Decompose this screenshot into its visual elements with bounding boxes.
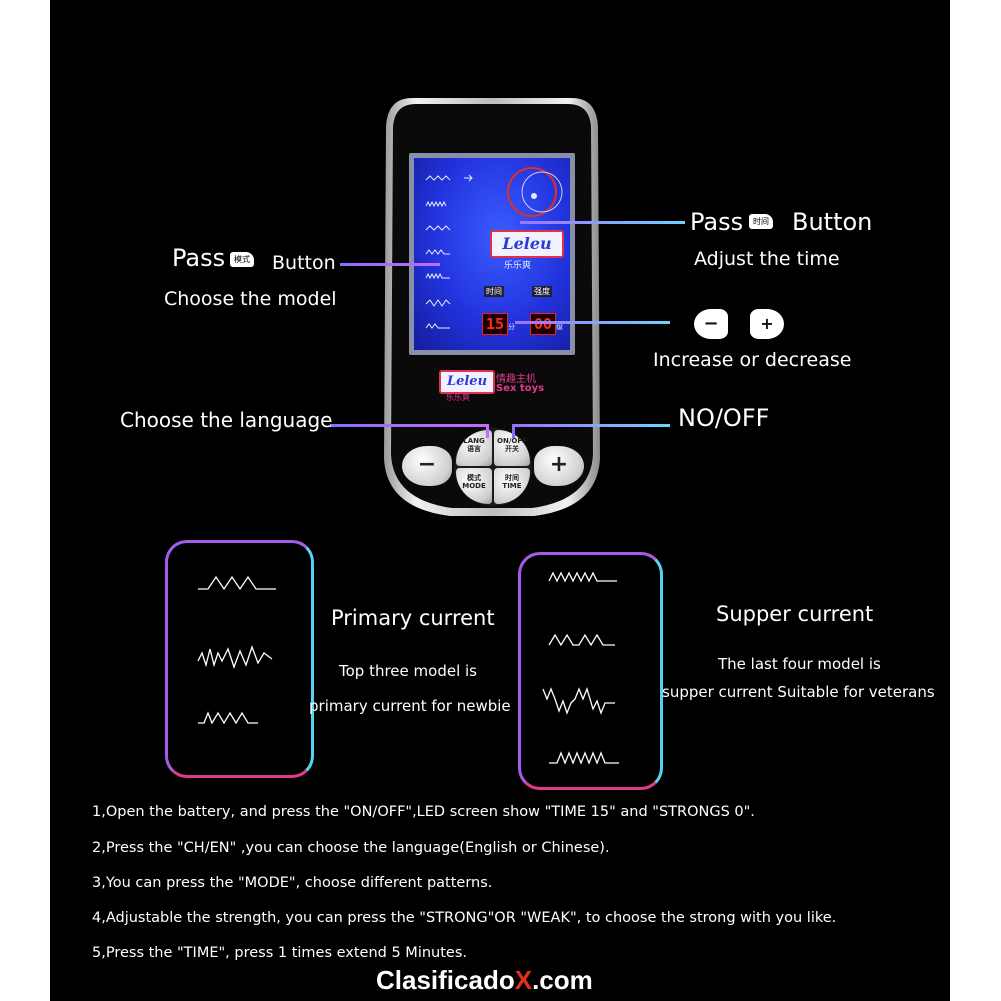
button-cluster: LANG 语言 ON/OFF 开关 模式 MODE 时间 TIME bbox=[454, 428, 532, 506]
minus-button[interactable]: − bbox=[402, 446, 452, 486]
onoff-button-cn: 开关 bbox=[505, 445, 519, 454]
instruction-2: 2,Press the "CH/EN" ,you can choose the … bbox=[92, 840, 610, 856]
choose-model-text: Choose the model bbox=[164, 288, 337, 310]
time-button-cn: 时间 bbox=[505, 474, 519, 482]
increase-decrease-text: Increase or decrease bbox=[653, 349, 852, 371]
lang-button-label: LANG bbox=[463, 437, 485, 445]
time-unit: 分 bbox=[508, 323, 515, 331]
strength-display: 00 bbox=[530, 313, 556, 335]
product-infographic: Leleu 乐乐爽 时间 强度 15 分 00 级 Leleu 乐乐爽 情趣主机… bbox=[50, 0, 950, 1001]
watermark-part1: Clasificado bbox=[376, 965, 515, 995]
primary-current-panel bbox=[165, 540, 314, 778]
lang-button-cn: 语言 bbox=[467, 445, 481, 454]
time-display: 15 bbox=[482, 313, 508, 335]
callout-line-incdec bbox=[515, 321, 670, 324]
callout-line-language-drop bbox=[486, 424, 489, 438]
supper-current-title: Supper current bbox=[716, 602, 874, 626]
pass-left-word: Pass bbox=[172, 244, 226, 272]
screen-strength-label: 强度 bbox=[532, 286, 552, 297]
onoff-button-label: ON/OFF bbox=[497, 437, 527, 445]
watermark-part3: .com bbox=[532, 965, 593, 995]
device-subtitle-cn: 情趣主机 bbox=[496, 374, 536, 385]
plus-icon: + bbox=[750, 309, 784, 339]
callout-line-language bbox=[330, 424, 488, 427]
device: Leleu 乐乐爽 时间 强度 15 分 00 级 Leleu 乐乐爽 情趣主机… bbox=[384, 98, 600, 518]
watermark-part2: X bbox=[514, 965, 533, 995]
strength-unit: 级 bbox=[556, 323, 563, 331]
instruction-5: 5,Press the "TIME", press 1 times extend… bbox=[92, 945, 467, 961]
pass-right-word: Pass bbox=[690, 208, 744, 236]
callout-line-time bbox=[520, 221, 685, 224]
supper-current-line2: supper current Suitable for veterans bbox=[662, 683, 935, 701]
mode-button-label: MODE bbox=[462, 482, 486, 491]
primary-current-title: Primary current bbox=[331, 606, 495, 630]
instruction-3: 3,You can press the "MODE", choose diffe… bbox=[92, 875, 493, 891]
primary-current-line2: primary current for newbie bbox=[309, 697, 511, 715]
mode-button[interactable]: 模式 MODE bbox=[456, 468, 492, 504]
callout-line-mode bbox=[340, 263, 440, 266]
instruction-1: 1,Open the battery, and press the "ON/OF… bbox=[92, 804, 755, 820]
pass-right-button-word: Button bbox=[792, 208, 873, 236]
supper-waveforms-icon bbox=[542, 571, 619, 765]
plus-button[interactable]: + bbox=[534, 446, 584, 486]
callout-line-onoff-drop bbox=[512, 424, 515, 438]
lcd-screen: Leleu 乐乐爽 时间 强度 15 分 00 级 bbox=[414, 158, 570, 350]
watermark: ClasificadoX.com bbox=[376, 965, 593, 996]
choose-language-text: Choose the language bbox=[120, 408, 333, 432]
time-tag-badge: 时间 bbox=[749, 214, 773, 229]
callout-line-onoff bbox=[512, 424, 670, 427]
device-brand-logo: Leleu bbox=[439, 370, 495, 394]
mode-waveforms-icon bbox=[425, 167, 563, 329]
time-button-label: TIME bbox=[502, 482, 522, 491]
pass-left-button-word: Button bbox=[272, 252, 336, 274]
instruction-4: 4,Adjustable the strength, you can press… bbox=[92, 910, 837, 926]
primary-current-line1: Top three model is bbox=[339, 662, 477, 680]
supper-current-line1: The last four model is bbox=[718, 655, 881, 673]
screen-time-label: 时间 bbox=[484, 286, 504, 297]
screen-brand-logo: Leleu bbox=[490, 230, 564, 258]
screen-brand-cn: 乐乐爽 bbox=[504, 261, 532, 271]
supper-current-panel bbox=[518, 552, 663, 790]
adjust-time-text: Adjust the time bbox=[694, 248, 840, 270]
device-brand-cn: 乐乐爽 bbox=[446, 393, 470, 402]
minus-icon: − bbox=[694, 309, 728, 339]
primary-waveforms-icon bbox=[197, 575, 276, 725]
mode-tag-badge: 模式 bbox=[230, 252, 254, 267]
device-subtitle-en: Sex toys bbox=[496, 383, 545, 394]
mode-button-cn: 模式 bbox=[467, 474, 481, 482]
onoff-text: NO/OFF bbox=[678, 404, 770, 432]
